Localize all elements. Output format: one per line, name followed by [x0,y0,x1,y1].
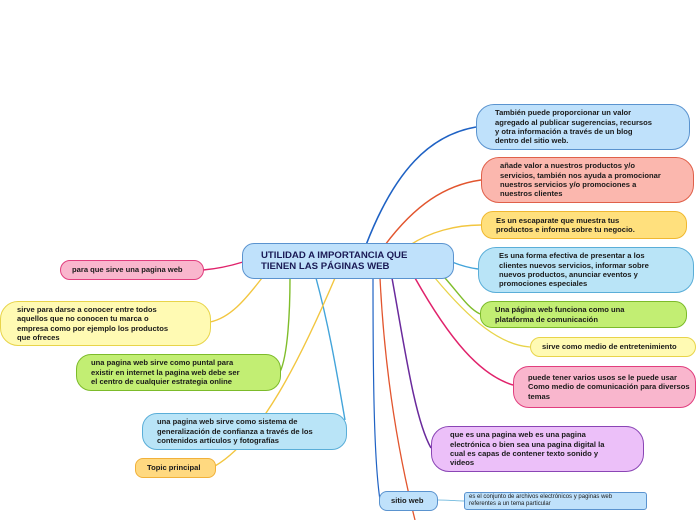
node-anade-valor[interactable]: añade valor a nuestros productos y/o ser… [481,157,694,203]
node-valor-agregado-label: También puede proporcionar un valor agre… [495,108,652,146]
node-entretenimiento-label: sirve como medio de entretenimiento [542,342,677,352]
link-plataforma [444,277,481,315]
node-entretenimiento[interactable]: sirve como medio de entretenimiento [530,337,696,357]
link-punto-central [279,277,291,373]
node-para-que[interactable]: para que sirve una pagina web [60,260,204,280]
link-entretenimiento [434,277,531,348]
node-sistema-confianza-label: una pagina web sirve como sistema de gen… [157,417,313,446]
link-sitio-web-def [437,499,466,502]
central-topic-label: UTILIDAD A IMPORTANCIA QUE TIENEN LAS PÁ… [261,249,408,273]
link-offscreen [379,277,416,520]
node-forma-efectiva-label: Es una forma efectiva de presentar a los… [499,251,649,289]
node-forma-efectiva[interactable]: Es una forma efectiva de presentar a los… [478,247,694,293]
node-topic-principal[interactable]: Topic principal [135,458,216,478]
node-sitio-web[interactable]: sitio web [379,491,438,511]
central-topic[interactable]: UTILIDAD A IMPORTANCIA QUE TIENEN LAS PÁ… [242,243,454,279]
node-escaparate-label: Es un escaparate que muestra tus product… [496,215,635,234]
link-topic [214,277,336,467]
link-valor-agregado [365,126,477,246]
node-escaparate[interactable]: Es un escaparate que muestra tus product… [481,211,687,239]
node-varios-usos-label: puede tener varios usos se le puede usar… [528,372,690,401]
link-forma-efectiva [451,261,479,270]
link-que-es [391,277,432,449]
node-punto-central-label: una pagina web sirve como puntal para ex… [91,358,240,387]
node-para-que-label: para que sirve una pagina web [72,265,183,275]
link-anade-valor [384,179,482,246]
node-darse-conocer[interactable]: sirve para darse a conocer entre todos a… [0,301,211,346]
node-sitio-web-def-label: es el conjunto de archivos electrónicos … [469,493,613,507]
node-varios-usos[interactable]: puede tener varios usos se le puede usar… [513,366,696,408]
node-punto-central[interactable]: una pagina web sirve como puntal para ex… [76,354,281,391]
node-plataforma-label: Una página web funciona como una platafo… [495,305,625,324]
node-valor-agregado[interactable]: También puede proporcionar un valor agre… [476,104,690,150]
node-sistema-confianza[interactable]: una pagina web sirve como sistema de gen… [142,413,347,450]
link-escaparate [409,224,482,246]
node-sitio-web-label: sitio web [391,496,424,506]
link-para-que [202,261,244,271]
node-darse-conocer-label: sirve para darse a conocer entre todos a… [17,304,169,342]
link-sistema-confianza [315,277,346,421]
node-anade-valor-label: añade valor a nuestros productos y/o ser… [500,161,661,199]
node-que-es[interactable]: que es una pagina web es una pagina elec… [431,426,644,472]
link-sitio-web [372,277,381,501]
node-plataforma[interactable]: Una página web funciona como una platafo… [480,301,687,328]
link-darse-conocer [209,277,263,323]
link-varios-usos [414,277,514,386]
node-sitio-web-def[interactable]: es el conjunto de archivos electrónicos … [464,492,647,510]
node-que-es-label: que es una pagina web es una pagina elec… [450,430,605,468]
node-topic-principal-label: Topic principal [147,463,201,473]
